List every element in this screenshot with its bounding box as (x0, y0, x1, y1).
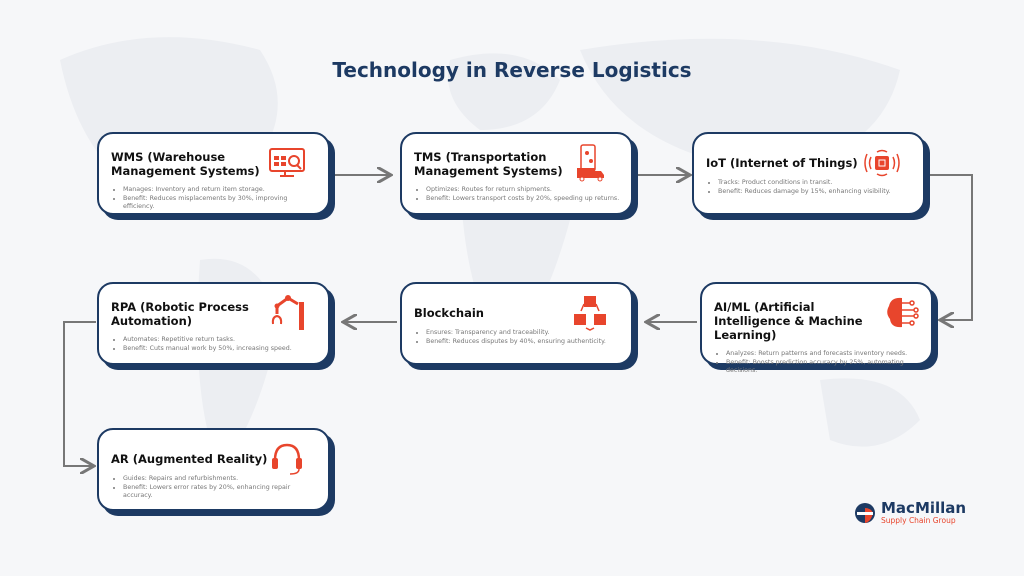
bullet: Benefit: Lowers error rates by 20%, enha… (123, 484, 291, 501)
card-title: IoT (Internet of Things) (706, 156, 858, 170)
bullet: Benefit: Reduces misplacements by 30%, i… (123, 195, 318, 212)
bullet: Benefit: Lowers transport costs by 20%, … (426, 195, 621, 204)
card-title: TMS (Transportation Management Systems) (414, 150, 563, 178)
bullet: Benefit: Reduces disputes by 40%, ensuri… (426, 338, 621, 347)
wireless-sensor-icon (864, 149, 900, 177)
bullet: Automates: Repetitive return tasks. (123, 336, 318, 345)
bullet: Benefit: Boosts prediction accuracy by 2… (726, 359, 921, 376)
arrow-iot-aiml (929, 174, 973, 320)
blocks-icon (574, 296, 606, 331)
bullet: Benefit: Cuts manual work by 50%, increa… (123, 345, 318, 354)
card-title: AI/ML (Artificial Intelligence & Machine… (714, 300, 863, 342)
card-aiml: AI/ML (Artificial Intelligence & Machine… (700, 282, 933, 374)
headset-icon (272, 443, 302, 475)
card-wms: WMS (Warehouse Management Systems) Manag… (97, 132, 330, 215)
bullet: Manages: Inventory and return item stora… (123, 186, 318, 195)
logo-tagline: Supply Chain Group (881, 516, 956, 525)
card-rpa: RPA (Robotic Process Automation) Automat… (97, 282, 330, 365)
card-title: Blockchain (414, 306, 484, 320)
card-iot: IoT (Internet of Things) Tracks: Product… (692, 132, 925, 215)
bullet: Benefit: Reduces damage by 15%, enhancin… (718, 188, 913, 197)
logo-mark-icon (855, 503, 875, 523)
bullet: Tracks: Product conditions in transit. (718, 179, 913, 188)
card-ar: AR (Augmented Reality) Guides: Repairs a… (97, 428, 330, 511)
delivery-truck-phone-icon (577, 144, 604, 182)
arrow-rpa-ar (63, 321, 96, 466)
page-title: Technology in Reverse Logistics (332, 58, 692, 82)
robot-arm-icon (271, 295, 304, 330)
card-title: WMS (Warehouse Management Systems) (111, 150, 260, 178)
card-tms: TMS (Transportation Management Systems) … (400, 132, 633, 215)
brain-circuit-icon (887, 297, 919, 328)
logo-name: MacMillan (881, 499, 967, 517)
bullet: Analyzes: Return patterns and forecasts … (726, 350, 921, 359)
bullet: Optimizes: Routes for return shipments. (426, 186, 621, 195)
bullet: Guides: Repairs and refurbishments. (123, 475, 291, 484)
bullet: Ensures: Transparency and traceability. (426, 329, 621, 338)
card-blockchain: Blockchain Ensures: Transparency and tra… (400, 282, 633, 365)
monitor-analytics-icon (269, 148, 305, 177)
card-title: RPA (Robotic Process Automation) (111, 300, 249, 328)
card-title: AR (Augmented Reality) (111, 452, 268, 466)
